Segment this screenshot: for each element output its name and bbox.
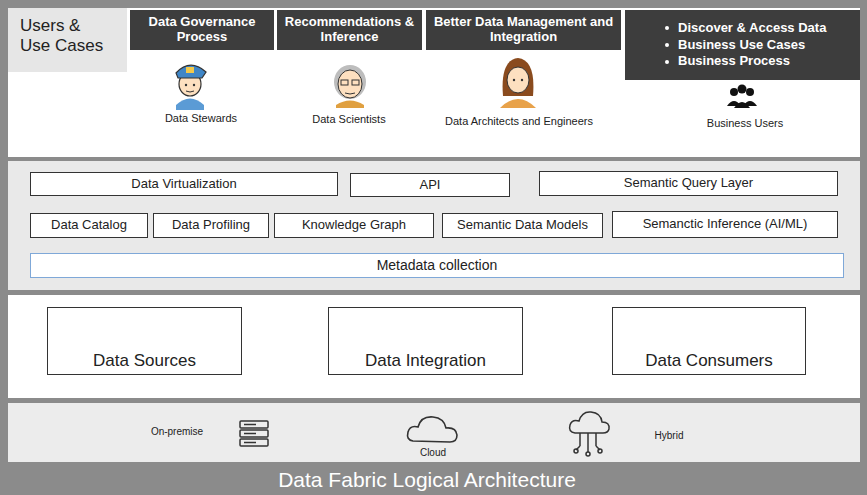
- usecase-header: Better Data Management and Integration: [426, 10, 621, 50]
- bullet-dot: [665, 60, 669, 64]
- infra-label: Cloud: [420, 447, 446, 458]
- users-icon: [727, 85, 757, 109]
- role-caption: Business Users: [707, 117, 783, 129]
- usecase-list: Discover & Access DataBusiness Use Cases…: [625, 10, 860, 80]
- component-box: Data Sources: [47, 307, 242, 375]
- box-text: Data Virtualization: [131, 177, 236, 192]
- engineer-icon: [500, 58, 536, 108]
- cloud-icon: [408, 417, 457, 442]
- component-box: Semanctic Inference (AI/ML): [612, 211, 838, 238]
- users-panel: [8, 8, 860, 157]
- component-box: Data Virtualization: [30, 172, 338, 196]
- hybrid-icon: [570, 412, 610, 456]
- bullet-dot: [665, 26, 669, 30]
- usecase-header: Recommendations & Inference: [277, 10, 422, 50]
- box-text: Knowledge Graph: [302, 218, 406, 233]
- infra-label: On-premise: [151, 426, 203, 437]
- data-panel: [8, 295, 860, 398]
- box-text: Data Catalog: [51, 218, 127, 233]
- component-box: API: [350, 173, 510, 197]
- component-box: Data Profiling: [153, 213, 269, 238]
- box-text: Data Integration: [365, 351, 486, 371]
- section-label: Users & Use Cases: [8, 8, 127, 72]
- box-text: Semantic Query Layer: [624, 176, 753, 191]
- component-box: Metadata collection: [30, 253, 844, 278]
- list-text: Discover & Access Data: [678, 21, 826, 36]
- box-text: Data Consumers: [645, 351, 773, 371]
- box-text: Data Profiling: [172, 218, 250, 233]
- role-caption: Data Stewards: [165, 112, 237, 124]
- box-text: Semantic Data Models: [457, 218, 588, 233]
- box-text: Users & Use Cases: [20, 16, 108, 55]
- box-text: Semanctic Inference (AI/ML): [643, 217, 808, 232]
- server-icon: [240, 421, 268, 446]
- infra-panel: [8, 403, 860, 462]
- diagram-title: Data Fabric Logical Architecture: [278, 468, 576, 492]
- usecase-header: Data Governance Process: [130, 10, 274, 50]
- box-text: Data Governance Process: [136, 15, 268, 45]
- infra-label: Hybrid: [655, 430, 684, 441]
- list-text: Business Process: [678, 54, 790, 69]
- box-text: API: [420, 178, 441, 193]
- component-box: Semantic Query Layer: [539, 171, 838, 196]
- box-text: Recommendations & Inference: [283, 15, 416, 45]
- component-box: Semantic Data Models: [442, 213, 603, 238]
- list-text: Business Use Cases: [678, 38, 805, 53]
- role-caption: Data Scientists: [312, 113, 385, 125]
- steward-icon: [176, 65, 206, 110]
- role-caption: Data Architects and Engineers: [445, 115, 593, 127]
- bullet-item: Discover & Access Data: [665, 21, 826, 36]
- scientist-icon: [334, 65, 366, 108]
- box-text: Metadata collection: [377, 257, 498, 273]
- box-text: Data Sources: [93, 351, 196, 371]
- box-text: Better Data Management and Integration: [432, 15, 615, 45]
- services-panel: [8, 161, 860, 290]
- component-box: Data Consumers: [612, 307, 806, 375]
- component-box: Knowledge Graph: [274, 213, 434, 238]
- bullet-item: Business Process: [665, 54, 790, 69]
- bullet-item: Business Use Cases: [665, 38, 805, 53]
- component-box: Data Catalog: [30, 213, 148, 238]
- component-box: Data Integration: [328, 307, 523, 375]
- bullet-dot: [665, 43, 669, 47]
